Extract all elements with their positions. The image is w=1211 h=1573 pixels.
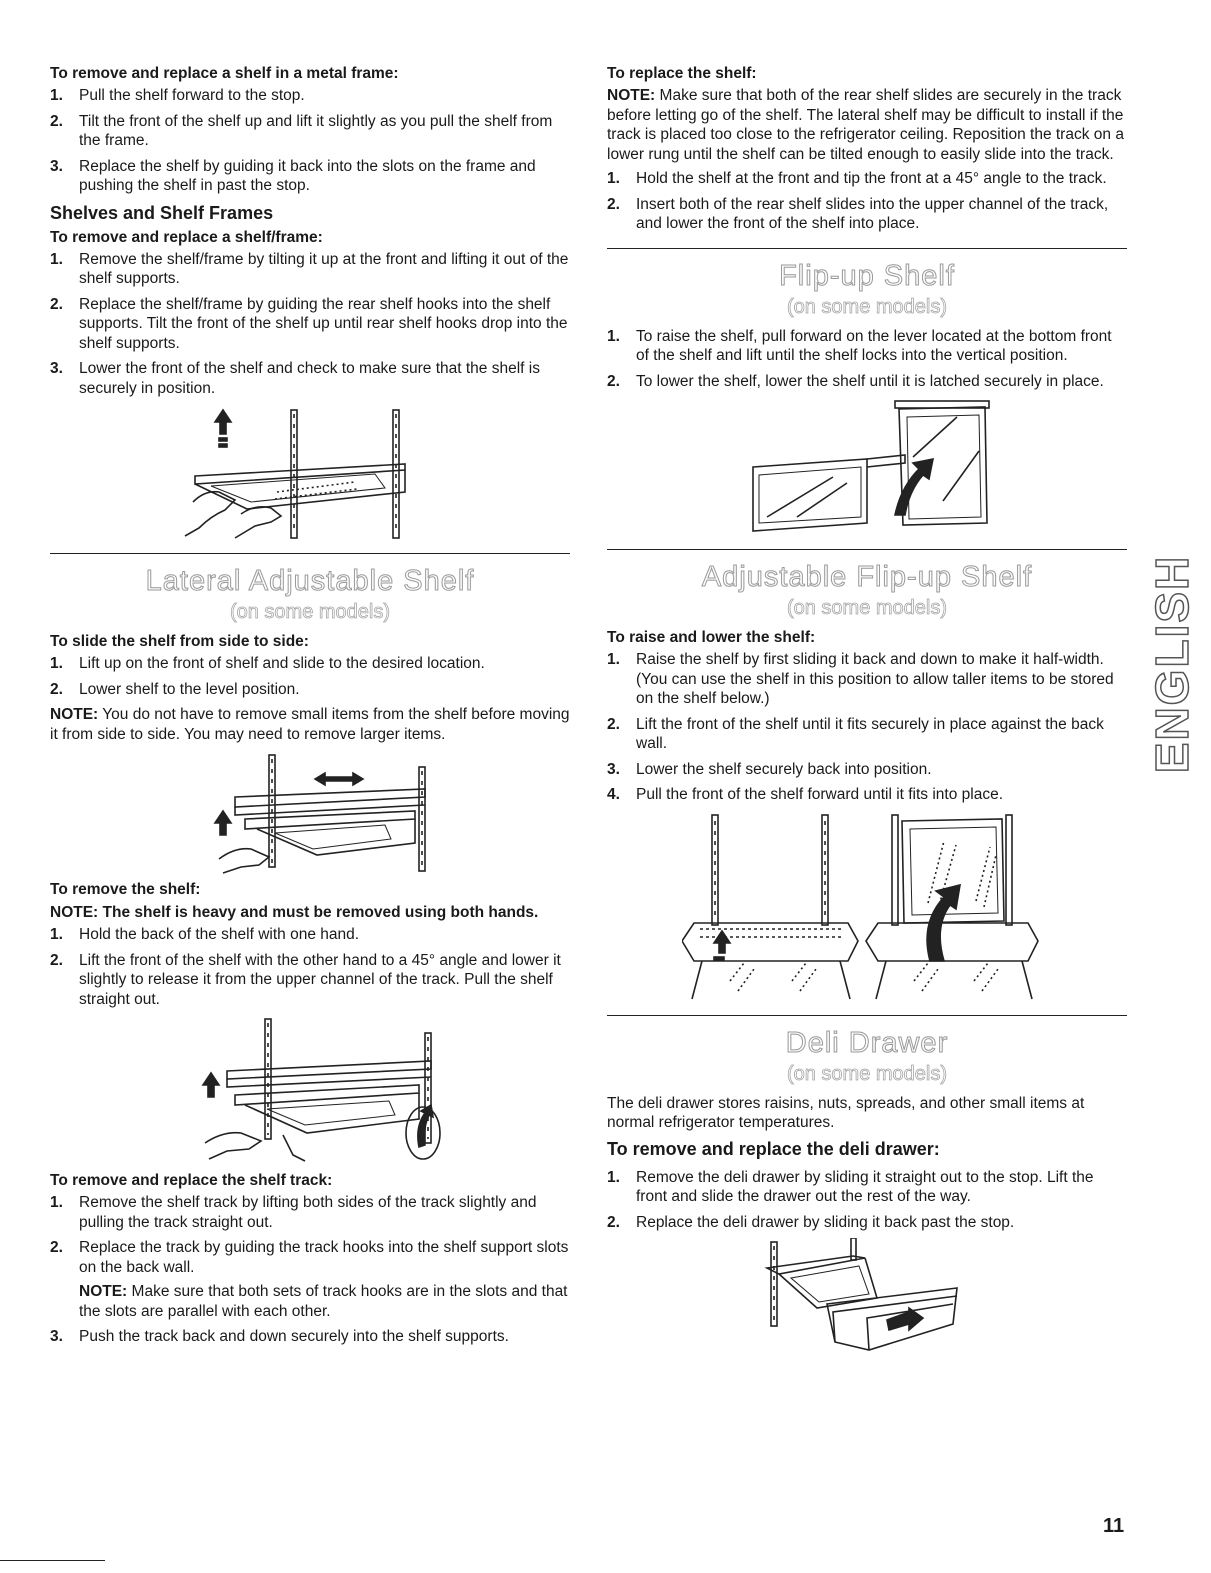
shelf-frames-title: Shelves and Shelf Frames <box>50 202 274 223</box>
flipup-subtitle: (on some models) <box>786 295 948 318</box>
list-item: 1.Remove the deli drawer by sliding it s… <box>607 1168 1094 1206</box>
deli-intro: The deli drawer stores raisins, nuts, sp… <box>607 1094 1085 1132</box>
slide-heading: To slide the shelf from side to side: <box>50 633 309 650</box>
right-column: To replace the shelf: NOTE: Make sure th… <box>607 60 1127 1364</box>
track-steps: 1.Remove the shelf track by lifting both… <box>50 1193 570 1347</box>
section-divider <box>607 247 1127 249</box>
language-tab: ENGLISH <box>1145 554 1199 774</box>
adj-flipup-title: Adjustable Flip-up Shelf <box>701 561 1033 594</box>
lateral-shelf-subtitle: (on some models) <box>229 601 391 624</box>
deli-steps: 1.Remove the deli drawer by sliding it s… <box>607 1168 1127 1233</box>
replace-heading: To replace the shelf: <box>607 65 757 82</box>
list-item: 3.Lower the front of the shelf and check… <box>50 360 540 397</box>
remove-shelf-illustration <box>201 1018 441 1162</box>
shelf-frames-steps: 1.Remove the shelf/frame by tilting it u… <box>50 250 570 399</box>
replace-note: NOTE: Make sure that both of the rear sh… <box>607 87 1124 163</box>
flipup-shelf-illustration <box>752 400 990 532</box>
list-item: 1.Remove the shelf/frame by tilting it u… <box>50 250 569 288</box>
list-item: 2. Replace the track by guiding the trac… <box>50 1239 569 1320</box>
list-item: 1.To raise the shelf, pull forward on th… <box>607 327 1112 365</box>
shelf-frame-illustration <box>184 408 406 539</box>
left-column: To remove and replace a shelf in a metal… <box>50 60 570 1353</box>
list-item: 1.Remove the shelf track by lifting both… <box>50 1194 537 1231</box>
list-item: 2.To lower the shelf, lower the shelf un… <box>607 372 1104 390</box>
list-item: 1.Pull the shelf forward to the stop. <box>50 87 305 104</box>
deli-drawer-illustration <box>764 1238 958 1351</box>
metal-frame-steps: 1.Pull the shelf forward to the stop. 2.… <box>50 86 570 196</box>
adj-flipup-subtitle: (on some models) <box>786 597 948 620</box>
track-heading: To remove and replace the shelf track: <box>50 1172 333 1189</box>
lateral-shelf-title: Lateral Adjustable Shelf <box>145 565 475 598</box>
adj-flipup-heading: To raise and lower the shelf: <box>607 629 816 646</box>
flipup-steps: 1.To raise the shelf, pull forward on th… <box>607 327 1127 392</box>
list-item: 2.Replace the deli drawer by sliding it … <box>607 1213 1015 1231</box>
list-item: 2.Replace the shelf/frame by guiding the… <box>50 295 568 352</box>
list-item: 2.Tilt the front of the shelf up and lif… <box>50 112 553 150</box>
deli-title: Deli Drawer <box>785 1026 949 1059</box>
adj-flipup-illustration <box>682 813 1039 999</box>
list-item: 1.Lift up on the front of shelf and slid… <box>50 655 485 672</box>
lateral-slide-illustration <box>213 754 426 874</box>
list-item: 2.Lower shelf to the level position. <box>50 680 300 698</box>
metal-frame-heading: To remove and replace a shelf in a metal… <box>50 65 399 82</box>
flipup-title: Flip-up Shelf <box>779 259 955 292</box>
list-item: 4.Pull the front of the shelf forward un… <box>607 786 1004 803</box>
deli-heading: To remove and replace the deli drawer: <box>607 1138 940 1159</box>
footer-rule <box>0 1560 105 1561</box>
list-item: 3.Lower the shelf securely back into pos… <box>607 760 932 778</box>
replace-steps: 1.Hold the shelf at the front and tip th… <box>607 169 1127 234</box>
remove-heading: To remove the shelf: <box>50 881 201 898</box>
deli-subtitle: (on some models) <box>786 1062 948 1085</box>
shelf-frames-heading: To remove and replace a shelf/frame: <box>50 228 323 246</box>
adj-flipup-steps: 1.Raise the shelf by first sliding it ba… <box>607 650 1127 805</box>
slide-note: NOTE: You do not have to remove small it… <box>50 706 570 743</box>
list-item: 2.Lift the front of the shelf with the o… <box>50 951 561 1008</box>
remove-steps: 1.Hold the back of the shelf with one ha… <box>50 925 570 1009</box>
slide-steps: 1.Lift up on the front of shelf and slid… <box>50 654 570 699</box>
list-item: 2.Insert both of the rear shelf slides i… <box>607 195 1109 233</box>
list-item: 2.Lift the front of the shelf until it f… <box>607 715 1104 753</box>
section-divider <box>607 1014 1127 1016</box>
section-divider <box>50 553 570 554</box>
remove-note: NOTE: The shelf is heavy and must be rem… <box>50 904 539 921</box>
list-item: 1.Hold the shelf at the front and tip th… <box>607 170 1107 187</box>
section-divider <box>607 549 1127 550</box>
page-number: 11 <box>1103 1515 1125 1537</box>
list-item: 3.Push the track back and down securely … <box>50 1328 509 1345</box>
track-note: NOTE: Make sure that both sets of track … <box>79 1283 568 1320</box>
list-item: 3.Replace the shelf by guiding it back i… <box>50 157 536 195</box>
list-item: 1.Hold the back of the shelf with one ha… <box>50 926 360 943</box>
list-item: 1.Raise the shelf by first sliding it ba… <box>607 651 1114 707</box>
